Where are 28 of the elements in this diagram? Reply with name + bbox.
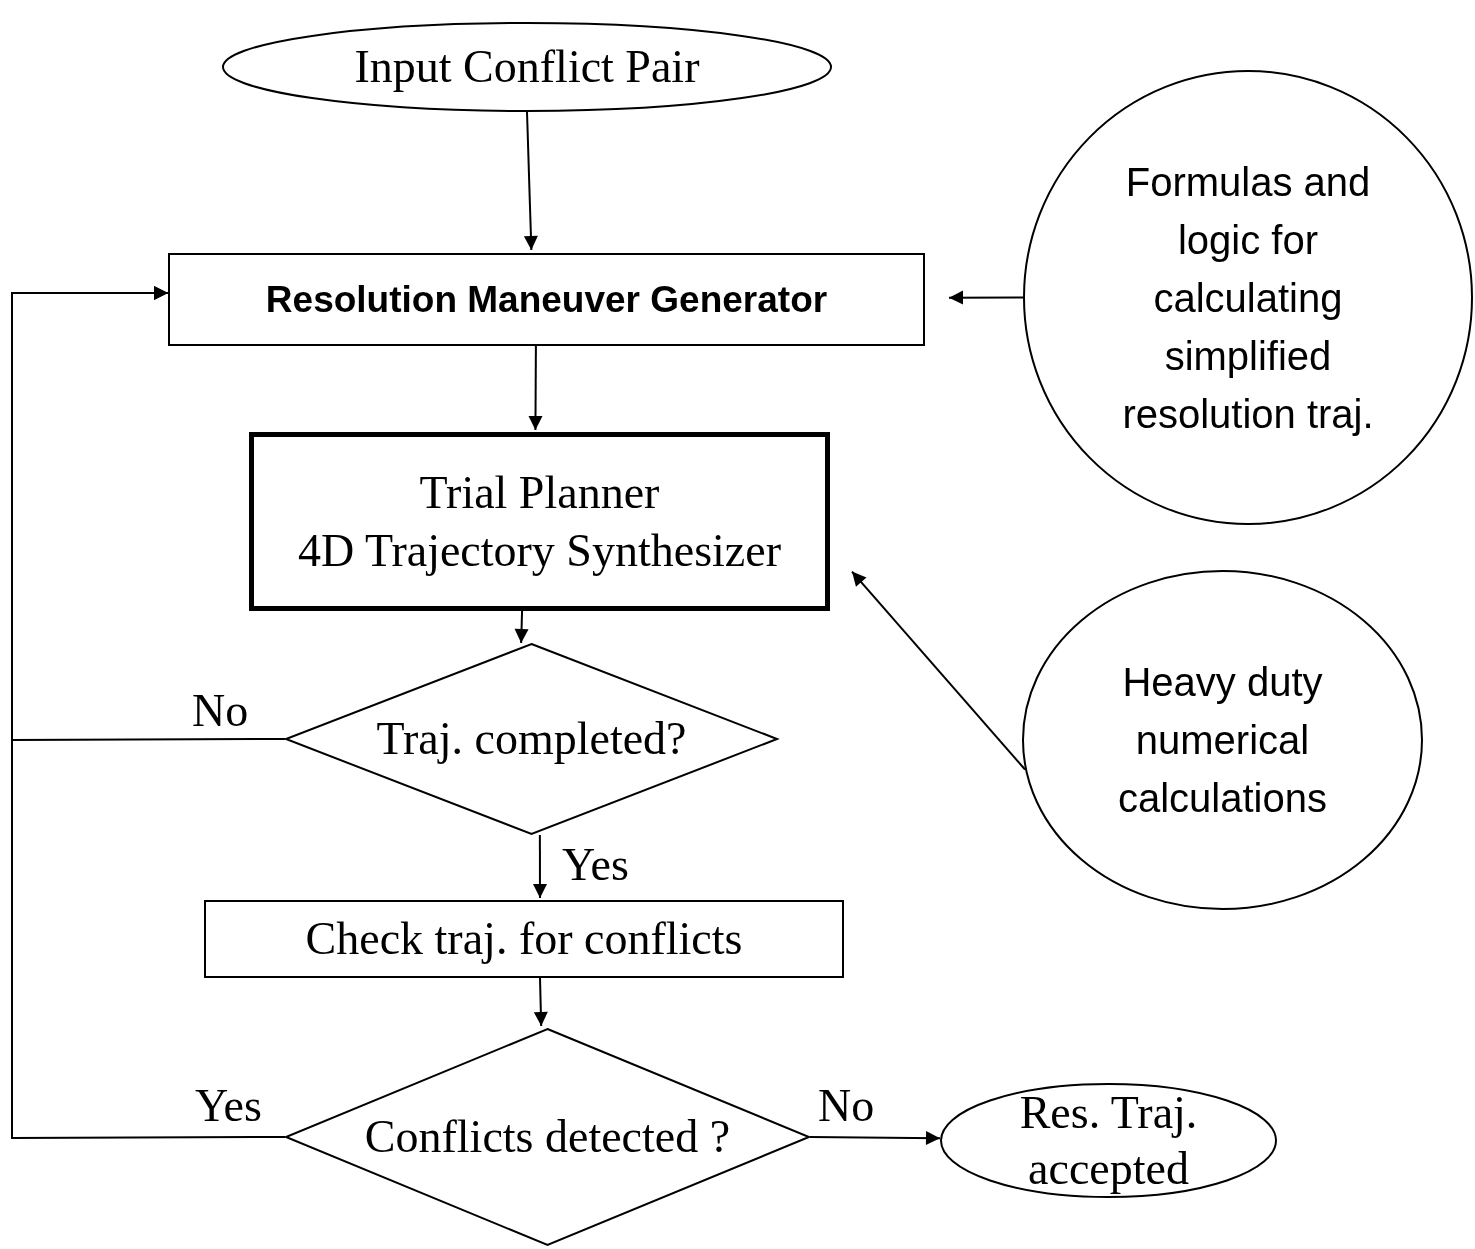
decision-diamond: [285, 643, 778, 835]
arrow: [532, 834, 547, 899]
node-text: Res. Traj. accepted: [1018, 1086, 1199, 1196]
arrow: [514, 610, 529, 644]
arrow: [809, 1131, 941, 1146]
process-box: [168, 253, 925, 346]
start-ellipse: [222, 22, 832, 112]
node-text: Resolution Maneuver Generator: [265, 278, 828, 321]
node-text: 4D Trajectory Synthesizer: [298, 523, 781, 578]
node-text: Trial Planner: [419, 466, 660, 520]
note-circle: [1023, 70, 1473, 525]
node-text: Conflicts detected ?: [364, 1110, 731, 1165]
arrow: [11, 286, 286, 1139]
node-text: Input Conflict Pair: [354, 40, 700, 95]
end-ellipse: [940, 1083, 1277, 1198]
arrow: [533, 977, 548, 1027]
process-box: [204, 900, 844, 978]
node-text: Formulas and logic for calculating simplified resolution traj.: [1121, 158, 1375, 438]
node-text: Check traj. for conflicts: [305, 912, 743, 967]
arrow: [523, 111, 538, 251]
node-text: Heavy duty numerical calculations: [1117, 659, 1328, 822]
decision-diamond: [285, 1028, 810, 1246]
node-text: Traj. completed?: [376, 712, 687, 767]
arrow: [528, 345, 543, 431]
process-box: [249, 432, 830, 611]
note-circle: [1022, 570, 1423, 910]
arrow: [851, 570, 1027, 771]
arrow: [948, 290, 1024, 305]
